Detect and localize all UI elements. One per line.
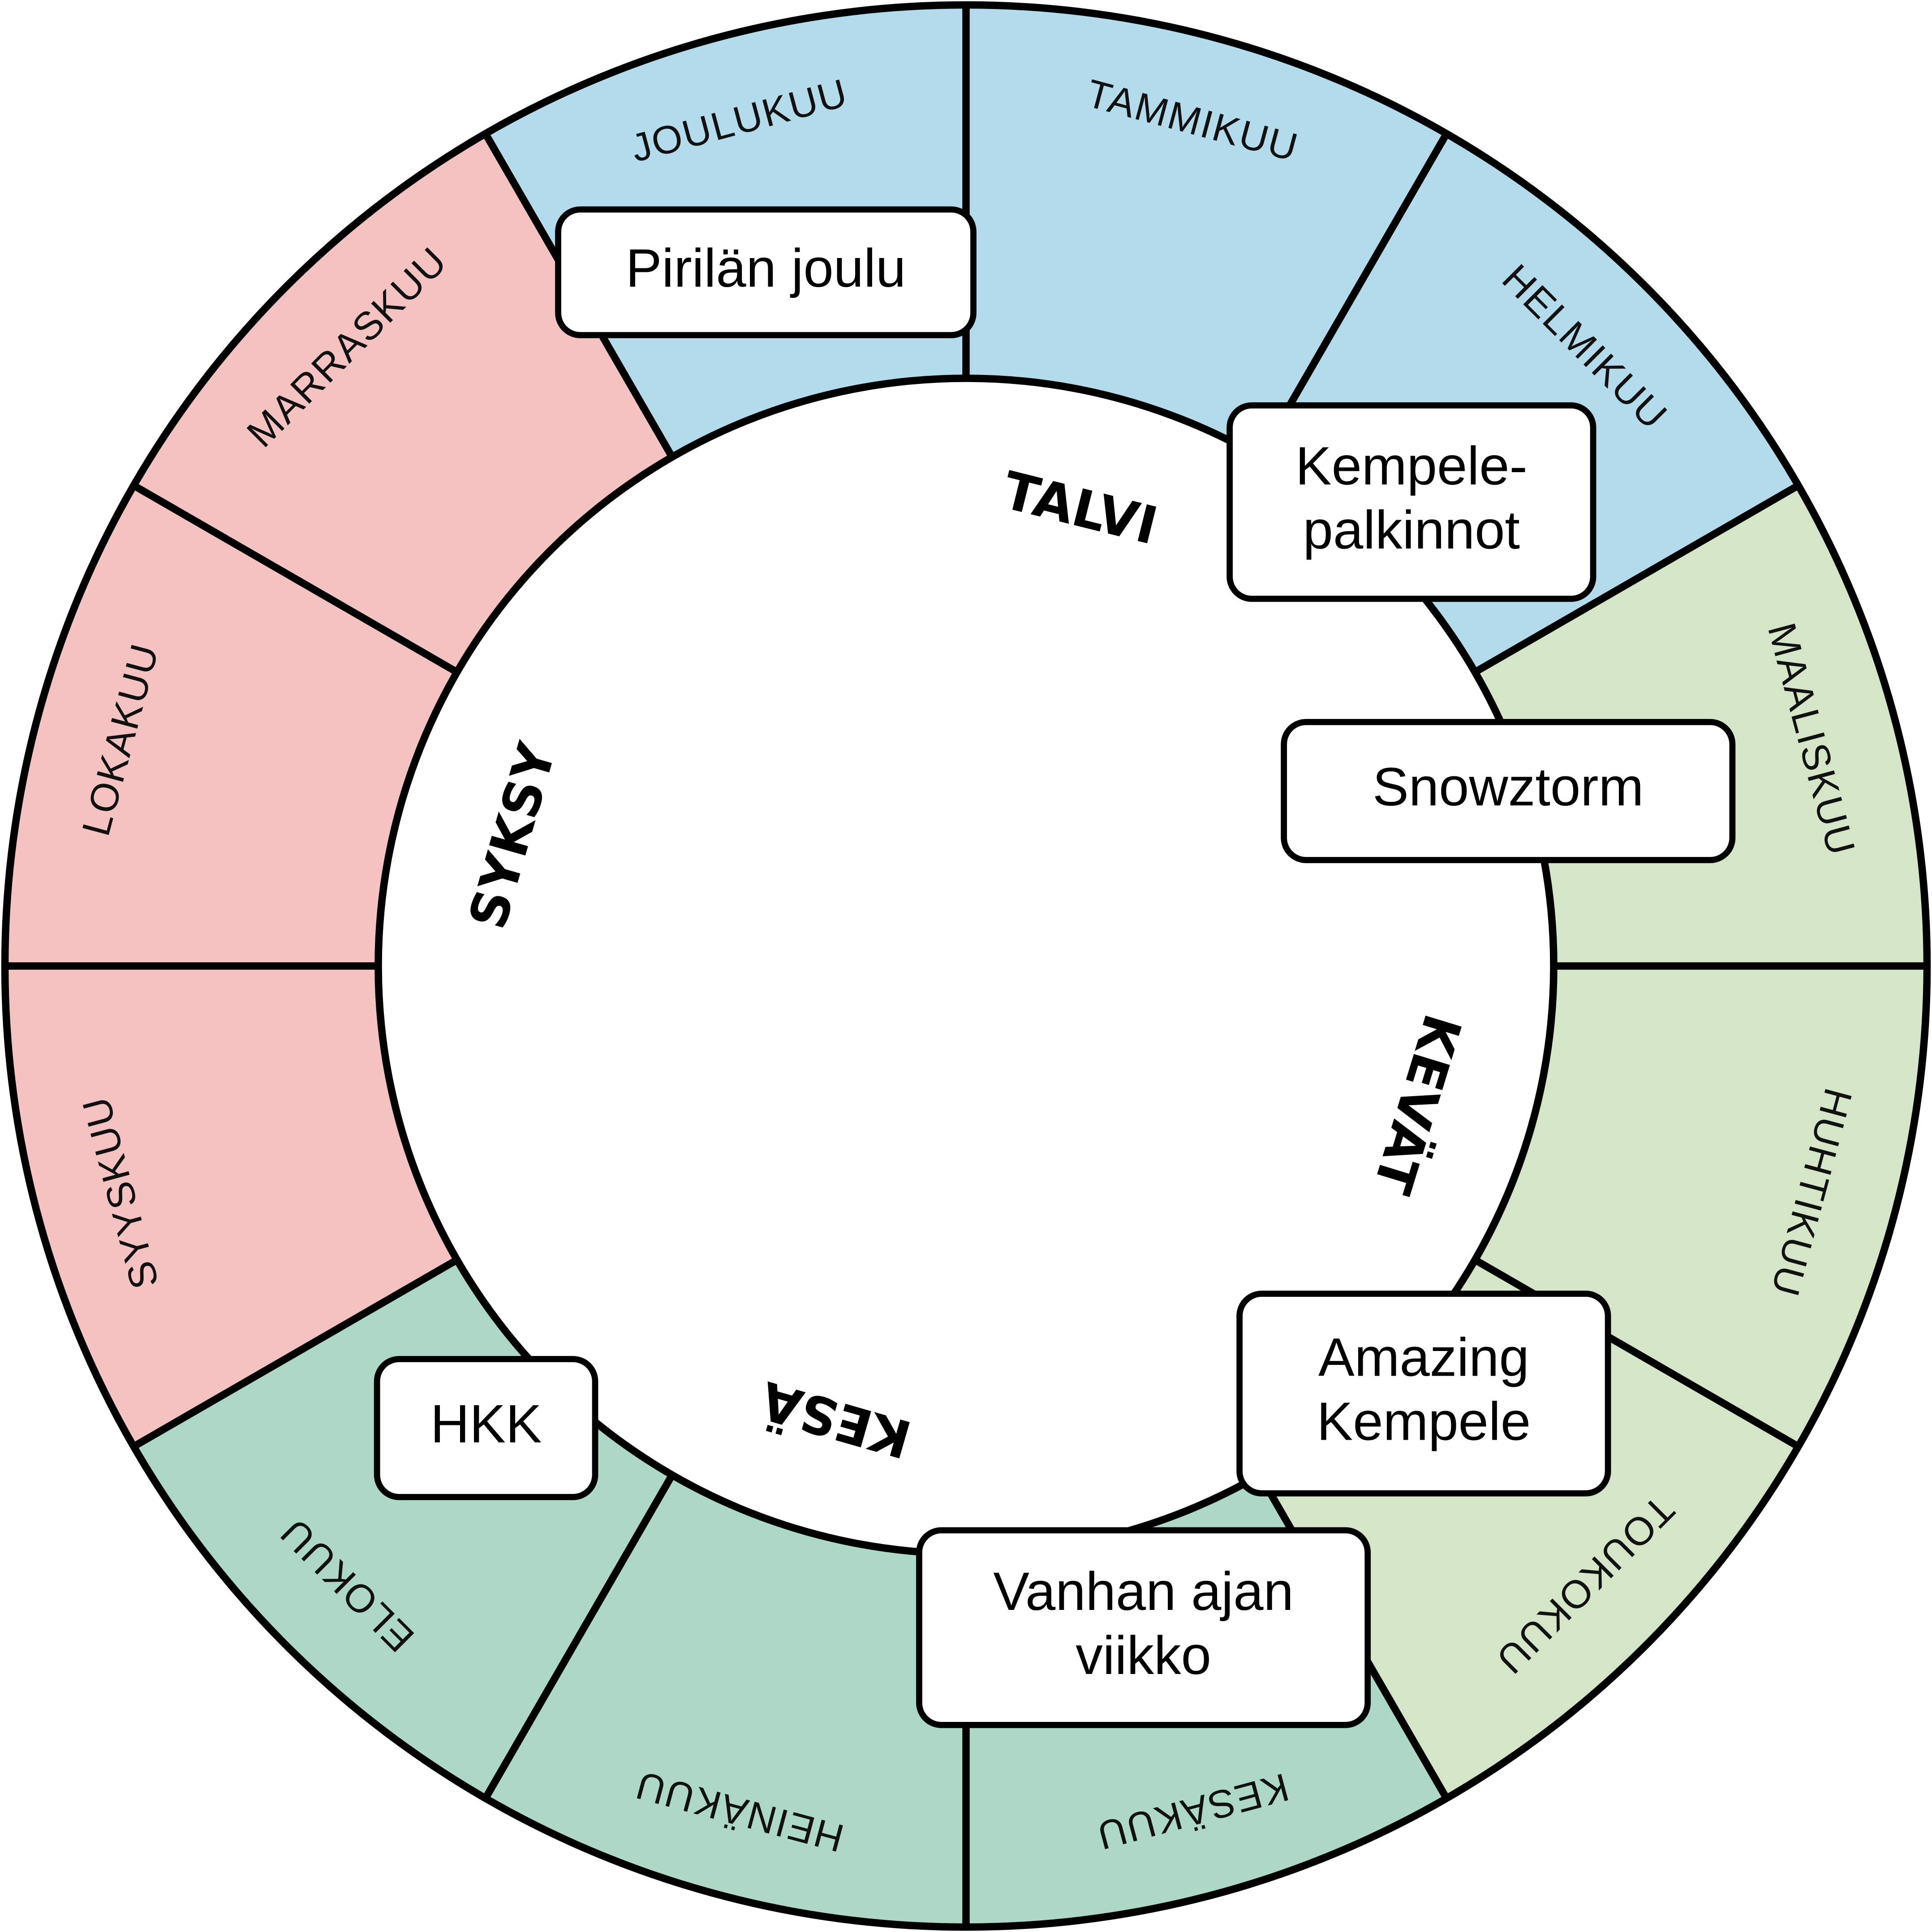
event-box-background bbox=[916, 1527, 1371, 1728]
event-label: Pirilän joulu bbox=[626, 237, 906, 298]
event-box[interactable]: Pirilän joulu bbox=[555, 206, 977, 339]
event-box[interactable]: HKK bbox=[374, 1356, 598, 1500]
event-label: Amazing bbox=[1318, 1326, 1529, 1387]
event-boxes: Pirilän jouluKempele-palkinnotSnowztormA… bbox=[374, 206, 1736, 1728]
sector-tammikuu bbox=[966, 5, 1447, 457]
event-label: palkinnot bbox=[1303, 499, 1520, 560]
divider-line bbox=[482, 1473, 676, 1800]
sector-huhtikuu bbox=[1475, 966, 1927, 1447]
sector-lokakuu bbox=[5, 485, 457, 966]
event-box[interactable]: Kempele-palkinnot bbox=[1226, 402, 1596, 602]
event-label: Kempele- bbox=[1295, 435, 1528, 496]
divider-line bbox=[132, 482, 459, 676]
event-box-background bbox=[1281, 719, 1736, 863]
event-box-background bbox=[374, 1356, 598, 1500]
sector-heinäkuu bbox=[485, 1475, 966, 1927]
event-label: HKK bbox=[430, 1393, 542, 1454]
event-label: viikko bbox=[1076, 1625, 1211, 1686]
event-box[interactable]: Snowztorm bbox=[1281, 719, 1736, 863]
divider-line bbox=[1473, 482, 1800, 676]
sector-marraskuu bbox=[133, 133, 672, 672]
event-box-background bbox=[1236, 1291, 1611, 1497]
event-label: Vanhan ajan bbox=[993, 1561, 1294, 1622]
event-box-background bbox=[1226, 402, 1596, 602]
event-label: Snowztorm bbox=[1373, 756, 1644, 817]
event-label: Kempele bbox=[1317, 1390, 1531, 1451]
sector-syyskuu bbox=[5, 966, 457, 1447]
event-box-background bbox=[555, 206, 977, 339]
divider-line bbox=[132, 1256, 459, 1450]
